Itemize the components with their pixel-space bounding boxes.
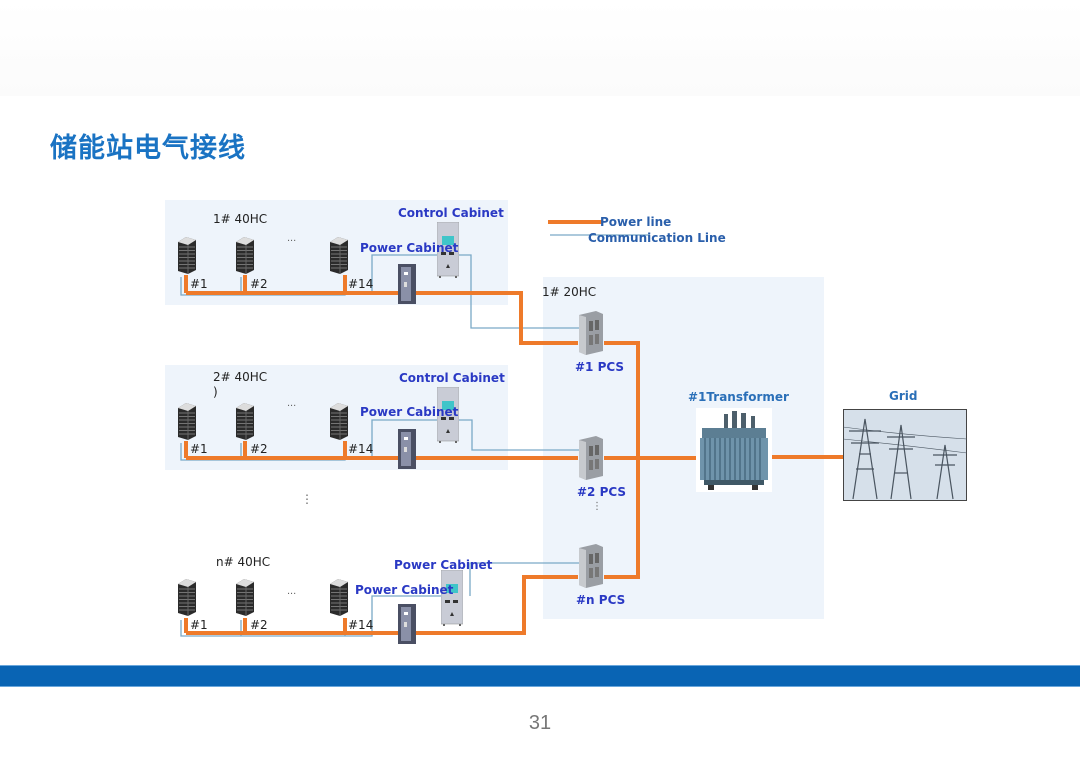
vertical-ellipsis: ⋮ [301, 492, 313, 506]
legend-power-line-label: Power line [600, 215, 672, 229]
pcs-container-name: 1# 20HC [542, 285, 597, 299]
battery-label: #14 [348, 277, 374, 291]
power-lines [184, 220, 843, 635]
control-cabinet-icon [436, 386, 460, 448]
battery-label: #1 [190, 277, 208, 291]
container-2-extra: ) [213, 385, 218, 399]
slide-title: 储能站电气接线 [50, 133, 246, 164]
battery-label: #14 [348, 618, 374, 632]
comm-line-row-n-b [469, 562, 585, 596]
battery-label: #2 [250, 277, 268, 291]
battery-rack-icon [328, 578, 350, 621]
battery-rack-icon [176, 236, 198, 279]
power-cabinet-label: Power Cabinet [360, 241, 459, 255]
transformer-label: #1Transformer [688, 390, 789, 404]
legend-communication-line-label: Communication Line [588, 231, 726, 245]
pcs-icon [578, 311, 604, 360]
battery-label: #2 [250, 618, 268, 632]
power-cabinet-icon [398, 264, 416, 309]
pcs-label: #2 PCS [577, 485, 627, 499]
battery-label: #1 [190, 618, 208, 632]
control-cabinet-label: Power Cabinet [394, 558, 493, 572]
pcs-icon [578, 436, 604, 485]
page-number: 31 [528, 712, 552, 734]
battery-rack-icon [234, 402, 256, 445]
battery-ellipsis-n: ... [287, 585, 297, 597]
container-1-name: 1# 40HC [213, 212, 268, 226]
grid-tower-icon [842, 409, 968, 501]
battery-rack-icon [234, 236, 256, 279]
battery-ellipsis-1: ... [287, 232, 297, 244]
container-2-name: 2# 40HC [213, 370, 268, 384]
container-n-name: n# 40HC [216, 555, 271, 569]
power-line-row-n [186, 575, 578, 635]
pcs-icon [578, 544, 604, 593]
power-cabinet-icon [398, 604, 416, 649]
comm-line-battery-row-n [180, 597, 373, 637]
comm-line-row-1 [371, 254, 585, 329]
battery-ellipsis-2: ... [287, 397, 297, 409]
comm-line-row-2 [371, 419, 585, 458]
power-cabinet-label: Power Cabinet [360, 405, 459, 419]
battery-label: #14 [348, 442, 374, 456]
pcs-label: #1 PCS [575, 360, 625, 374]
control-cabinet-icon [440, 569, 464, 631]
header-band [0, 0, 1080, 96]
power-cabinet-label: Power Cabinet [355, 583, 454, 597]
battery-rack-icon [176, 402, 198, 445]
power-cabinet-icon [398, 429, 416, 474]
battery-rack-icon [176, 578, 198, 621]
battery-rack-icon [328, 236, 350, 279]
control-cabinet-label: Control Cabinet [399, 371, 505, 385]
pcs-label: #n PCS [576, 593, 626, 607]
battery-label: #1 [190, 442, 208, 456]
battery-rack-icon [328, 402, 350, 445]
control-cabinet-label: Control Cabinet [398, 206, 504, 220]
battery-rack-icon [234, 578, 256, 621]
footer-bar [0, 665, 1080, 687]
power-line-row-1 [186, 291, 578, 345]
comm-line-row-n-a [371, 595, 455, 597]
grid-label: Grid [889, 389, 918, 403]
pcs-ellipsis: ⋮ [592, 501, 602, 512]
transformer-icon [696, 408, 772, 492]
battery-label: #2 [250, 442, 268, 456]
